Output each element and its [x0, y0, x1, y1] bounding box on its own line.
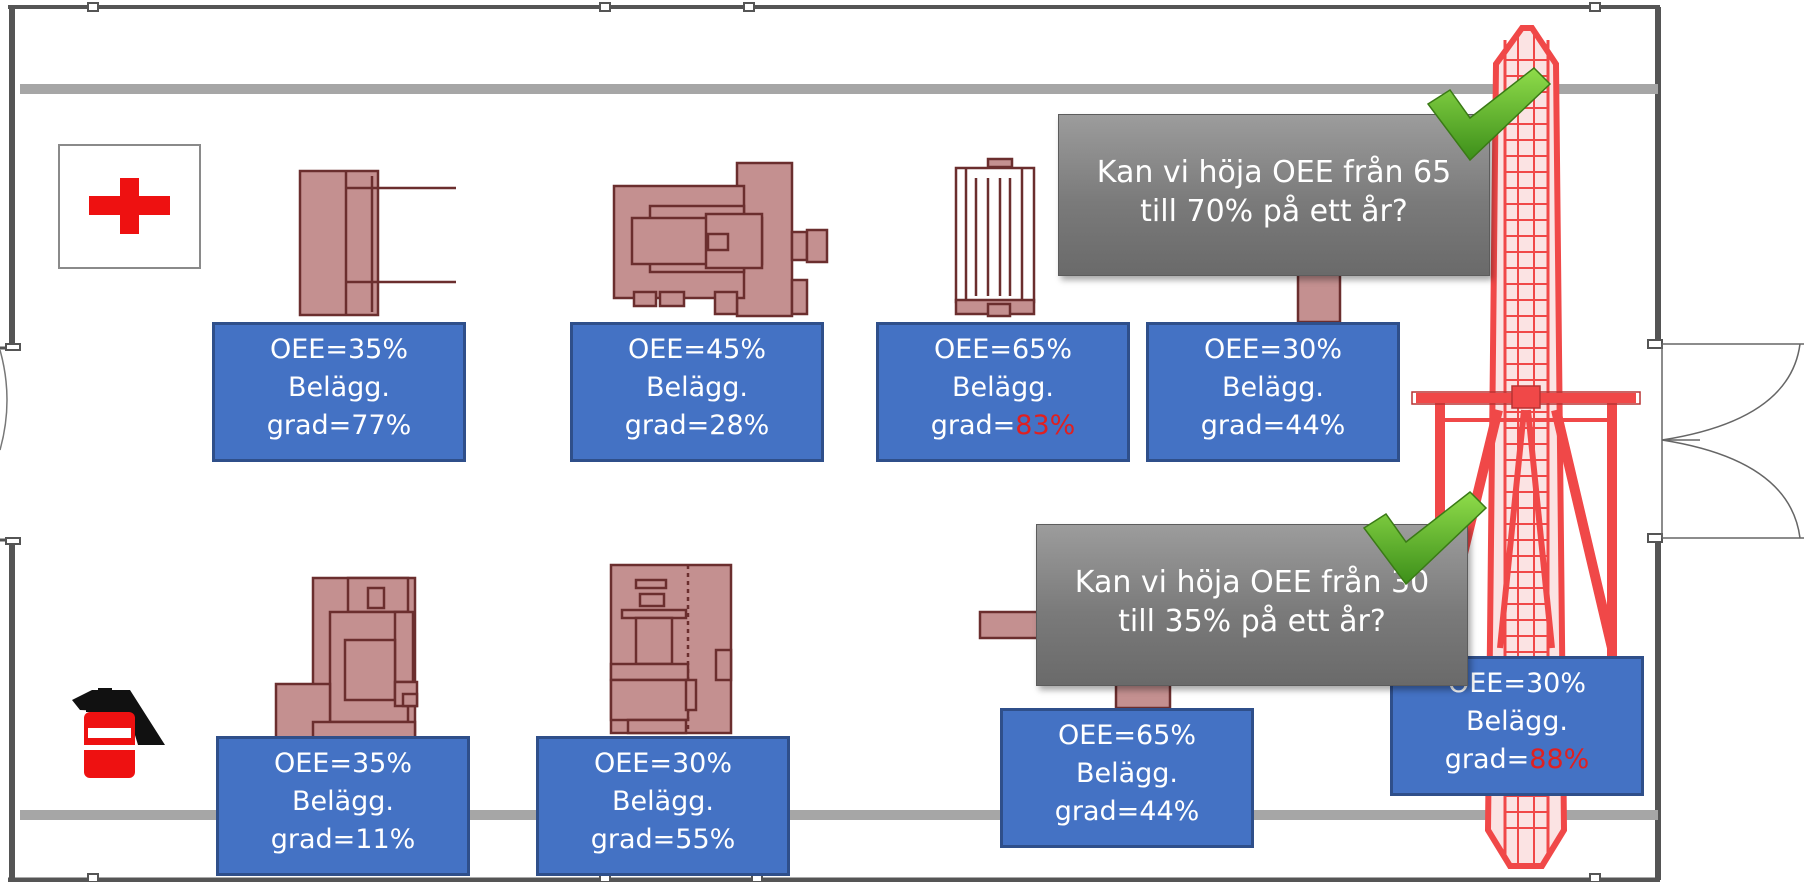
grad-prefix: grad= — [1444, 744, 1530, 775]
belaggningsgrad: grad=77% — [215, 407, 463, 445]
oee-value: OEE=30% — [1203, 334, 1342, 365]
machine-label-3: OEE=65% Belägg. grad=83% — [876, 322, 1130, 462]
belaggning-label: Belägg. — [951, 372, 1055, 403]
machine-label-5: OEE=35% Belägg. grad=11% — [216, 736, 470, 876]
grad-value: 11% — [355, 824, 416, 855]
machine-label-2: OEE=45% Belägg. grad=28% — [570, 322, 824, 462]
belaggning-label: Belägg. — [291, 786, 395, 817]
grad-value: 28% — [709, 410, 770, 441]
belaggning-label: Belägg. — [1075, 758, 1179, 789]
grad-prefix: grad= — [1200, 410, 1286, 441]
checkmark-icon — [1426, 67, 1552, 162]
machine-label-7: OEE=65% Belägg. grad=44% — [1000, 708, 1254, 848]
oee-value: OEE=30% — [593, 748, 732, 779]
belaggning-label: Belägg. — [1465, 706, 1569, 737]
first-aid-sign-icon — [58, 144, 201, 269]
machine-label-4: OEE=30% Belägg. grad=44% — [1146, 322, 1400, 462]
belaggning-label: Belägg. — [1221, 372, 1325, 403]
grad-value: 55% — [675, 824, 736, 855]
callout-line-2: till 35% på ett år? — [1118, 604, 1386, 639]
machine-label-6: OEE=30% Belägg. grad=55% — [536, 736, 790, 876]
grad-value-warning: 88% — [1529, 744, 1590, 775]
machine-2-drawing — [612, 161, 829, 318]
machine-4-drawing — [1296, 272, 1342, 324]
oee-value: OEE=30% — [1447, 668, 1586, 699]
oee-value: OEE=65% — [933, 334, 1072, 365]
building-walls — [8, 2, 1661, 882]
grad-prefix: grad= — [624, 410, 710, 441]
machine-5-drawing — [274, 576, 419, 740]
belaggningsgrad: grad=44% — [1149, 407, 1397, 445]
machine-label-1: OEE=35% Belägg. grad=77% — [212, 322, 466, 462]
belaggningsgrad: grad=44% — [1003, 793, 1251, 831]
question-callout-1: Kan vi höja OEE från 65 till 70% på ett … — [1058, 114, 1490, 276]
belaggningsgrad: grad=55% — [539, 821, 787, 859]
grad-value: 44% — [1285, 410, 1346, 441]
grad-value: 44% — [1139, 796, 1200, 827]
belaggning-label: Belägg. — [645, 372, 749, 403]
grad-prefix: grad= — [1054, 796, 1140, 827]
belaggningsgrad: grad=11% — [219, 821, 467, 859]
belaggningsgrad: grad=83% — [879, 407, 1127, 445]
machine-1-drawing — [298, 169, 456, 317]
grad-value: 77% — [351, 410, 412, 441]
oee-value: OEE=35% — [273, 748, 412, 779]
grad-prefix: grad= — [270, 824, 356, 855]
machine-6-drawing — [609, 563, 733, 735]
left-doorway — [0, 343, 21, 545]
belaggning-label: Belägg. — [287, 372, 391, 403]
machine-label-8: OEE=30% Belägg. grad=88% — [1390, 656, 1644, 796]
belaggningsgrad: grad=88% — [1393, 741, 1641, 779]
grad-prefix: grad= — [930, 410, 1016, 441]
right-double-door — [1647, 339, 1804, 543]
belaggning-label: Belägg. — [611, 786, 715, 817]
fire-extinguisher-icon — [72, 688, 165, 778]
belaggningsgrad: grad=28% — [573, 407, 821, 445]
callout-line-2: till 70% på ett år? — [1140, 194, 1408, 229]
callout-line-1: Kan vi höja OEE från 30 — [1074, 565, 1430, 600]
grad-prefix: grad= — [590, 824, 676, 855]
grad-prefix: grad= — [266, 410, 352, 441]
oee-value: OEE=65% — [1057, 720, 1196, 751]
oee-value: OEE=45% — [627, 334, 766, 365]
oee-value: OEE=35% — [269, 334, 408, 365]
callout-line-1: Kan vi höja OEE från 65 — [1096, 155, 1452, 190]
machine-3-drawing — [954, 157, 1036, 318]
checkmark-icon — [1362, 491, 1488, 586]
crane-frame-outline — [1411, 385, 1641, 409]
grad-value-warning: 83% — [1015, 410, 1076, 441]
